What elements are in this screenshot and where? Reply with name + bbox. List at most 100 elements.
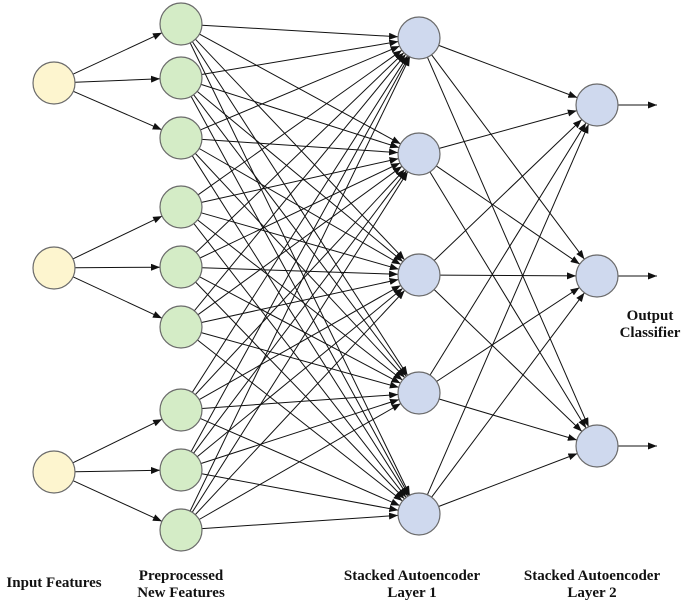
autoencoder-layer-2-label-line-1: Stacked Autoencoder: [523, 568, 661, 584]
preprocessed-node: [159, 508, 203, 552]
preprocessed-to-layer1-edge: [197, 219, 403, 381]
ae1-node: [397, 16, 441, 60]
preprocessed-to-layer1-edge: [194, 169, 406, 395]
autoencoder-layer-1-label-line-2: Layer 1: [387, 585, 437, 601]
layer1-to-layer2-edge: [431, 54, 585, 260]
layer1-to-layer2-edge: [438, 44, 578, 99]
preprocessed-node: [159, 185, 203, 229]
preprocessed-to-layer1-edge: [191, 155, 409, 497]
preprocessed-to-layer1-edge: [194, 153, 406, 378]
preprocessed-to-layer1-edge: [199, 33, 401, 145]
preprocessed-to-layer1-edge: [201, 277, 399, 323]
input-to-preprocessed-edge: [72, 418, 163, 464]
autoencoder-layer-1-label: Stacked Autoencoder Layer 1: [336, 568, 488, 602]
preprocessed-to-layer1-edge: [201, 391, 399, 409]
preprocessed-to-layer1-edge: [201, 157, 399, 203]
ae2-node: [575, 424, 619, 468]
preprocessed-to-layer1-edge: [191, 55, 409, 393]
preprocessed-to-layer1-edge: [196, 287, 404, 458]
preprocessed-to-layer1-edge: [198, 403, 402, 520]
input-node: [32, 246, 76, 290]
preprocessed-node: [159, 2, 203, 46]
preprocessed-node: [159, 245, 203, 289]
preprocessed-features-label: Preprocessed New Features: [118, 568, 244, 602]
ae1-node: [397, 253, 441, 297]
preprocessed-to-layer1-edge: [189, 56, 411, 512]
preprocessed-to-layer1-edge: [201, 512, 399, 530]
preprocessed-to-layer1-edge: [195, 281, 405, 500]
preprocessed-to-layer1-edge: [201, 332, 399, 389]
preprocessed-features-label-line-2: New Features: [137, 585, 225, 601]
preprocessed-to-layer1-edge: [197, 165, 403, 316]
layer1-to-layer2-edge: [439, 272, 577, 280]
preprocessed-features-label-line-1: Preprocessed: [138, 568, 224, 584]
preprocessed-to-layer1-edge: [200, 398, 400, 464]
preprocessed-to-layer1-edge: [201, 138, 399, 156]
preprocessed-to-layer1-edge: [195, 52, 405, 253]
input-node: [32, 61, 76, 105]
connection-edges: [72, 24, 657, 530]
preprocessed-to-layer1-edge: [201, 39, 399, 75]
preprocessed-to-layer1-edge: [195, 38, 405, 261]
layer1-to-layer2-edge: [433, 119, 583, 261]
preprocessed-to-layer1-edge: [201, 473, 399, 513]
preprocessed-node: [159, 305, 203, 349]
layer1-to-layer2-edge: [426, 57, 590, 427]
input-to-preprocessed-edge: [72, 32, 163, 75]
preprocessed-node: [159, 116, 203, 160]
input-to-preprocessed-edge: [72, 480, 163, 522]
preprocessed-to-layer1-edge: [191, 41, 409, 376]
ae1-node: [397, 132, 441, 176]
preprocessed-to-layer1-edge: [193, 53, 407, 312]
input-to-preprocessed-edge: [74, 263, 161, 271]
preprocessed-to-layer1-edge: [199, 276, 401, 384]
preprocessed-to-layer1-edge: [198, 148, 402, 265]
input-to-preprocessed-edge: [72, 276, 163, 319]
layer1-to-layer2-edge: [426, 124, 590, 495]
preprocessed-to-layer1-edge: [193, 170, 407, 454]
layer1-to-layer2-edge: [439, 109, 577, 149]
layer1-to-layer2-edge: [436, 165, 580, 265]
preprocessed-to-layer1-edge: [201, 24, 399, 40]
preprocessed-to-layer1-edge: [199, 162, 401, 259]
preprocessed-to-layer1-edge: [197, 339, 403, 502]
preprocessed-node: [159, 56, 203, 100]
layer1-to-layer2-edge: [436, 287, 580, 382]
preprocessed-node: [159, 388, 203, 432]
preprocessed-to-layer1-edge: [200, 45, 400, 131]
preprocessed-to-layer1-edge: [194, 290, 406, 515]
ae1-node: [397, 492, 441, 536]
preprocessed-to-layer1-edge: [190, 56, 410, 452]
output-classifier-label-line-2: Classifier: [619, 325, 681, 341]
autoencoder-layer-2-label: Stacked Autoencoder Layer 2: [516, 568, 668, 602]
autoencoder-layer-2-label-line-2: Layer 2: [567, 585, 617, 601]
input-to-preprocessed-edge: [74, 75, 161, 83]
autoencoder-layer-1-label-line-1: Stacked Autoencoder: [343, 568, 481, 584]
preprocessed-node: [159, 448, 203, 492]
layer1-to-layer2-edge: [438, 398, 578, 441]
ae1-node: [397, 371, 441, 415]
input-to-preprocessed-edge: [72, 215, 163, 260]
input-features-label: Input Features: [0, 575, 110, 592]
ae2-node: [575, 254, 619, 298]
layer1-to-layer2-edge: [433, 289, 583, 432]
input-node: [32, 450, 76, 494]
preprocessed-to-layer1-edge: [201, 267, 399, 278]
preprocessed-to-layer1-edge: [189, 42, 411, 496]
output-classifier-label-line-1: Output: [626, 308, 674, 324]
preprocessed-to-layer1-edge: [200, 83, 400, 149]
ae2-node: [575, 83, 619, 127]
preprocessed-to-layer1-edge: [193, 94, 407, 377]
output-classifier-label: Output Classifier: [605, 308, 685, 342]
layer1-to-layer2-edge: [429, 122, 587, 376]
preprocessed-to-layer1-edge: [190, 96, 410, 496]
layer1-to-layer2-edge: [438, 453, 578, 507]
neuron-nodes: [32, 2, 619, 552]
layer1-to-layer2-edge: [431, 292, 585, 498]
layer1-to-layer2-edge: [429, 171, 587, 429]
preprocessed-to-layer1-edge: [191, 171, 409, 513]
input-to-preprocessed-edge: [73, 90, 162, 131]
preprocessed-to-layer1-edge: [197, 49, 403, 196]
input-to-preprocessed-edge: [74, 466, 161, 474]
